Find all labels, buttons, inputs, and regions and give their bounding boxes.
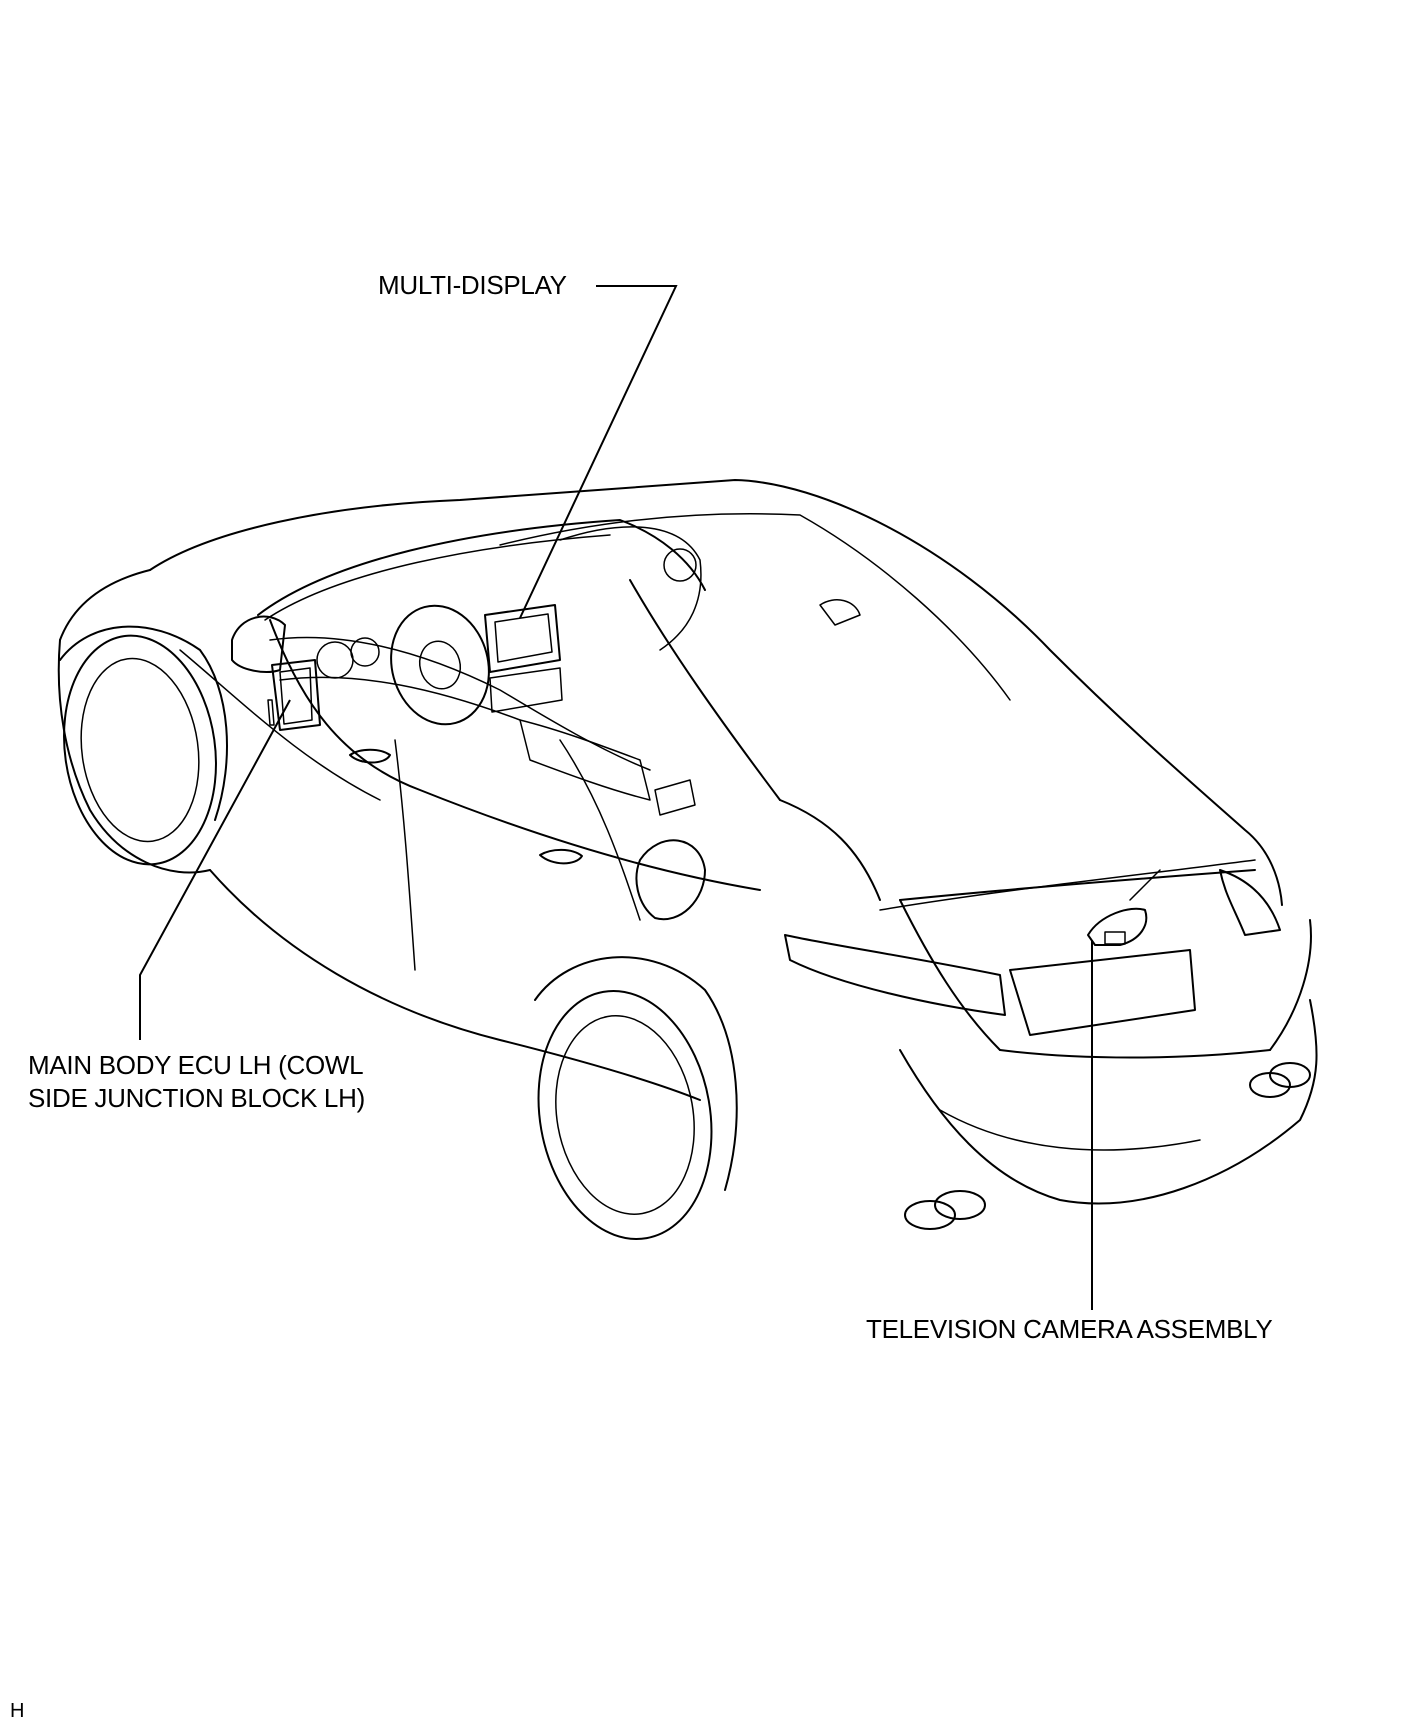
sedan-illustration [57, 479, 1318, 1240]
television-camera-label: TELEVISION CAMERA ASSEMBLY [866, 1314, 1273, 1344]
interior-illustration [269, 526, 861, 816]
multi-display-label: MULTI-DISPLAY [378, 270, 567, 300]
television-camera-component [1087, 869, 1161, 946]
main-body-ecu-label-line1: MAIN BODY ECU LH (COWL [28, 1050, 364, 1080]
main-body-ecu-label: MAIN BODY ECU LH (COWL SIDE JUNCTION BLO… [28, 1049, 365, 1115]
multi-display-leader [519, 285, 678, 619]
main-body-ecu-label-line2: SIDE JUNCTION BLOCK LH) [28, 1083, 365, 1113]
main-body-ecu-leader [139, 699, 291, 1040]
callout-leaders [139, 285, 1093, 1310]
main-body-ecu-component [267, 659, 321, 731]
sheet-code: H [10, 1700, 25, 1722]
